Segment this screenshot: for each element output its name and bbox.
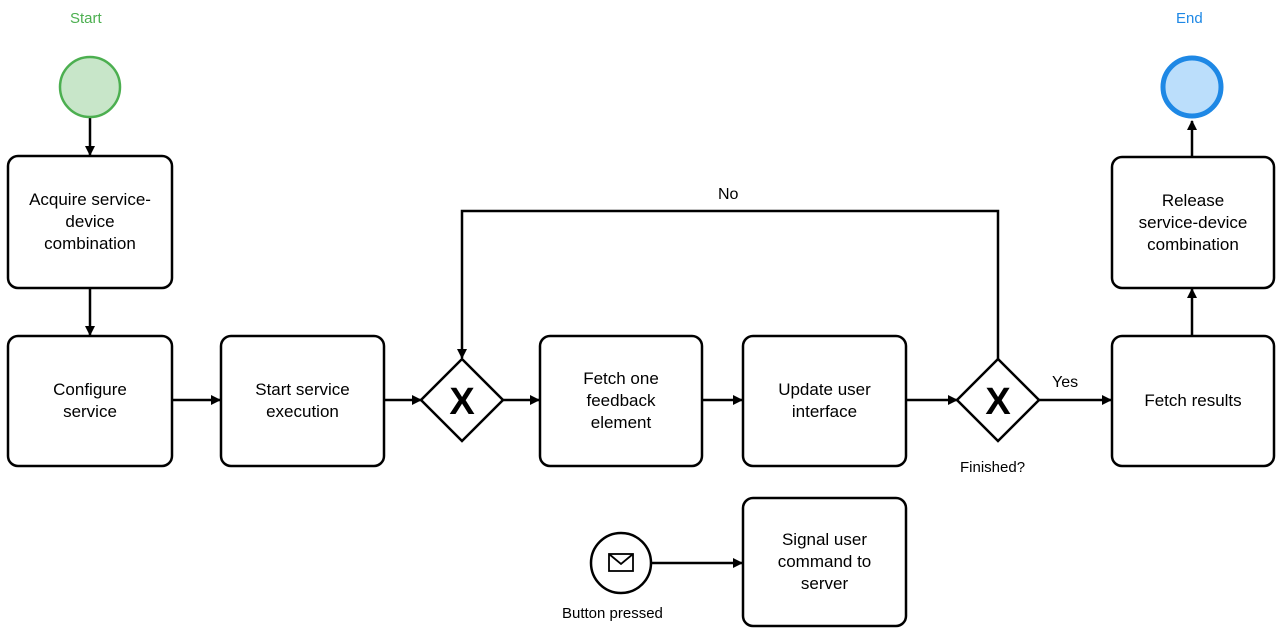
task-signal-label: Signal user command to server (777, 530, 872, 593)
message-event-label: Button pressed (562, 605, 663, 622)
task-configure (6, 334, 174, 468)
message-start-event (589, 531, 653, 595)
envelope-icon (608, 553, 634, 572)
task-acquire-label: Acquire service- device combination (29, 190, 151, 253)
task-release-label: Release service-device combination (1138, 190, 1248, 254)
start-event-label: Start (70, 10, 102, 27)
task-acquire (6, 154, 174, 290)
end-event-label: End (1176, 10, 1203, 27)
task-start-execution-label: Start service execution (255, 380, 350, 421)
task-update-ui-label: Update user interface (778, 380, 871, 421)
finished-gateway-symbol: X (985, 381, 1011, 423)
task-signal (741, 496, 908, 628)
merge-gateway (419, 357, 505, 443)
finished-gateway-label: Finished? (960, 459, 1026, 476)
task-configure-label: Configure service (53, 380, 127, 421)
task-fetch-results-label: Fetch results (1144, 391, 1242, 410)
task-fetch-results (1110, 334, 1276, 468)
flow-finished-to-merge-no (457, 209, 1000, 359)
start-event (58, 55, 122, 119)
task-fetch-feedback-label: Fetch one feedback element (583, 369, 659, 432)
flow-no-label: No (718, 186, 739, 203)
merge-gateway-symbol: X (449, 381, 475, 423)
task-fetch-feedback (538, 334, 704, 468)
finished-gateway (955, 357, 1041, 443)
task-release (1110, 155, 1276, 290)
flow-yes-label: Yes (1052, 374, 1079, 391)
task-update-ui (741, 334, 908, 468)
task-start-execution (219, 334, 386, 468)
end-event (1160, 55, 1224, 119)
